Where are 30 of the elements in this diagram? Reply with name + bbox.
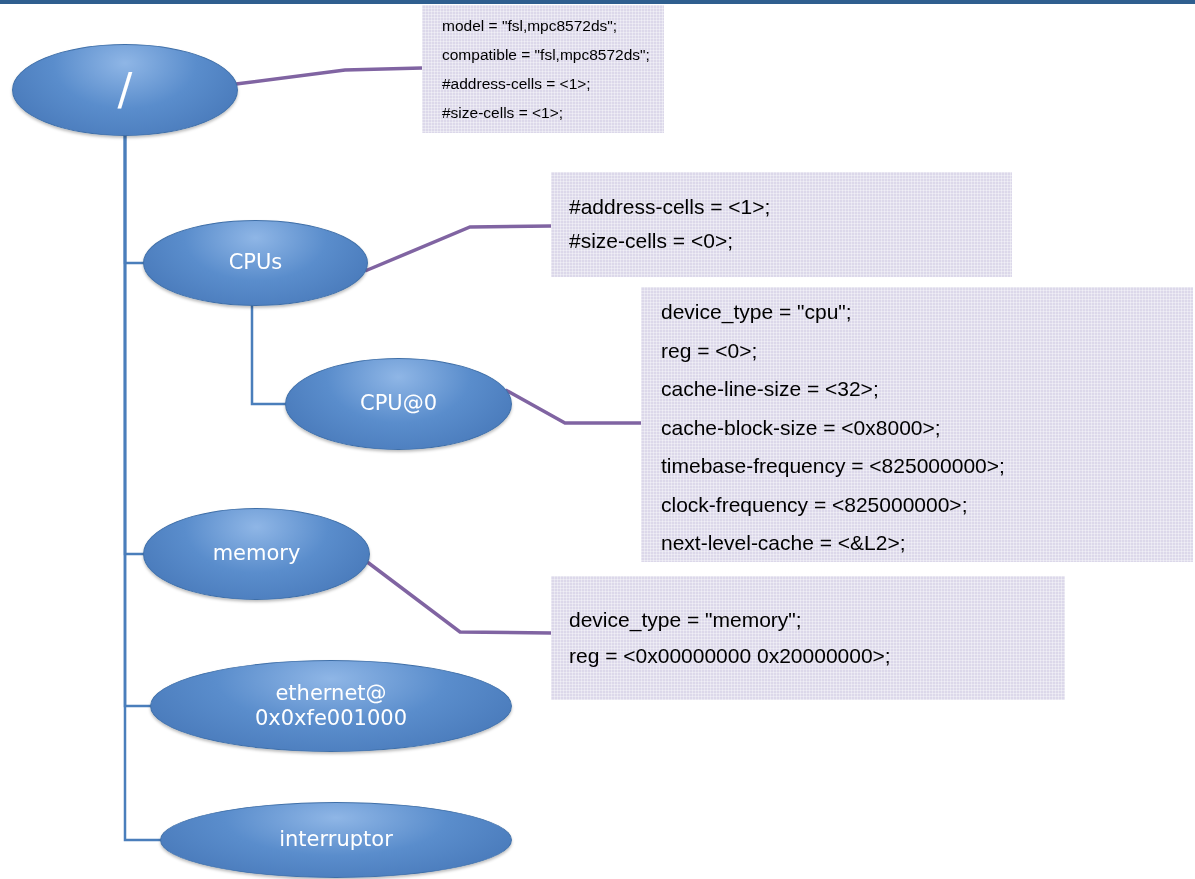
node-name: CPUs [227,250,284,276]
property-line: model = "fsl,mpc8572ds"; [442,16,619,36]
property-line: #address-cells = <1>; [442,74,592,94]
property-line: #address-cells = <1>; [569,194,772,220]
property-line: device_type = "cpu"; [661,299,853,326]
leader-line [366,560,551,635]
property-line: cache-line-size = <32>; [661,376,880,402]
node-name: interruptor [278,827,394,853]
node-name: / [116,63,134,117]
leader-line [235,66,423,86]
tree-connector [123,135,161,842]
property-panel [422,5,664,133]
property-line: clock-frequency = <825000000>; [661,491,969,518]
property-line: cache-block-size = <0x8000>; [661,414,942,441]
property-panel [641,287,1193,562]
tree-connector [250,305,286,406]
property-line: compatible = "fsl,mpc8572ds"; [442,45,651,65]
leader-line [504,388,641,425]
property-line: reg = <0x00000000 0x20000000>; [569,643,892,669]
property-line: #size-cells = <1>; [442,103,565,123]
property-line: next-level-cache = <&L2>; [661,530,907,556]
property-panel [551,576,1065,700]
property-line: #size-cells = <0>; [569,228,734,254]
node-name: memory [211,541,302,567]
property-line: device_type = "memory"; [569,607,803,634]
property-panel [551,172,1012,277]
property-line: timebase-frequency = <825000000>; [661,453,1006,479]
node-name: ethernet@ 0x0xfe001000 [253,680,409,732]
property-line: reg = <0>; [661,337,759,364]
node-name: CPU@0 [358,391,439,417]
